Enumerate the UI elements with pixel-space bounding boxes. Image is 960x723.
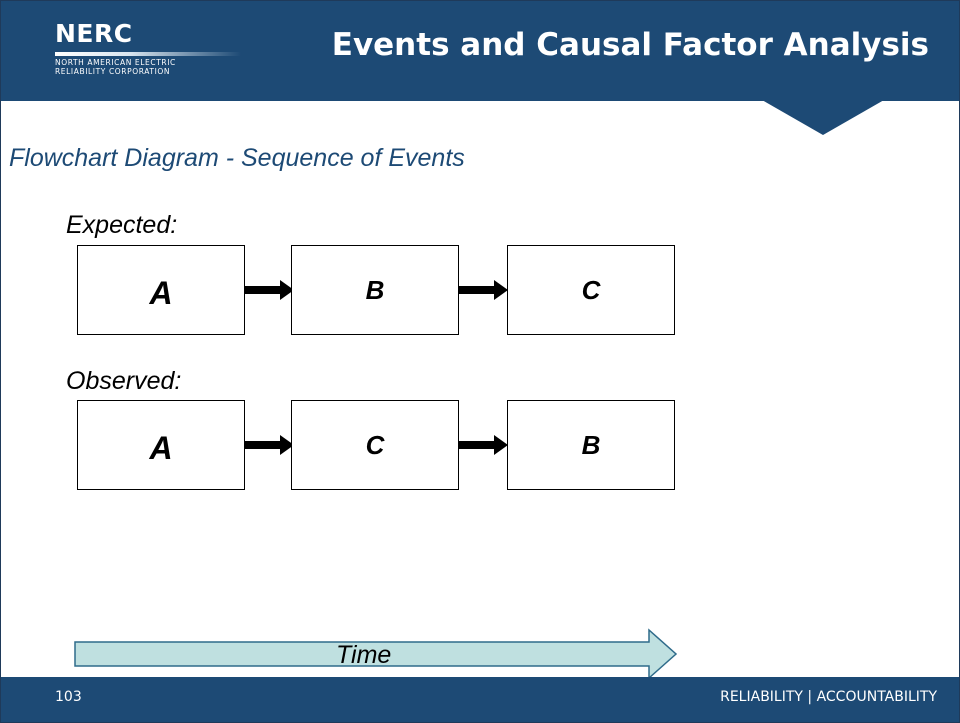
nerc-logo: NERC NORTH AMERICAN ELECTRIC RELIABILITY… <box>55 20 255 80</box>
expected-arrow-2 <box>459 280 508 300</box>
observed-box-3: B <box>507 400 675 490</box>
observed-box-1: A <box>77 400 245 490</box>
footer-bar: 103 RELIABILITY | ACCOUNTABILITY <box>1 677 959 722</box>
expected-label: Expected: <box>66 211 178 239</box>
expected-box-1: A <box>77 245 245 335</box>
observed-label: Observed: <box>66 367 182 395</box>
header-notch <box>762 100 884 135</box>
expected-box-2: B <box>291 245 459 335</box>
logo-underline <box>55 52 241 56</box>
footer-tagline: RELIABILITY | ACCOUNTABILITY <box>720 689 937 705</box>
time-arrow <box>74 628 678 680</box>
observed-arrow-2 <box>459 435 508 455</box>
expected-arrow-1 <box>245 280 294 300</box>
expected-box-3: C <box>507 245 675 335</box>
logo-wordmark: NERC <box>55 19 133 48</box>
logo-subtitle: NORTH AMERICAN ELECTRIC RELIABILITY CORP… <box>55 58 176 76</box>
observed-box-2: C <box>291 400 459 490</box>
header-bar: NERC NORTH AMERICAN ELECTRIC RELIABILITY… <box>1 1 959 101</box>
observed-arrow-1 <box>245 435 294 455</box>
diagram-subtitle: Flowchart Diagram - Sequence of Events <box>9 144 465 172</box>
slide-title: Events and Causal Factor Analysis <box>331 27 929 63</box>
page-number: 103 <box>55 689 82 705</box>
time-label: Time <box>336 641 392 669</box>
